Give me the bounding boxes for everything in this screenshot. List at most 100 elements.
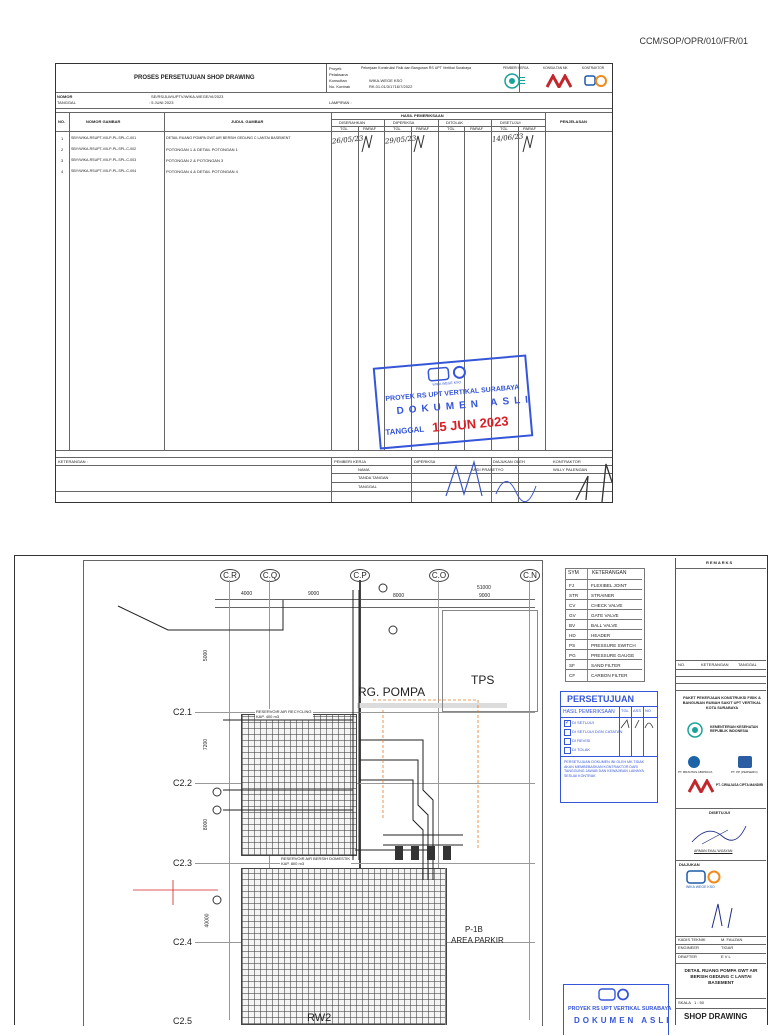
grid-top-cr: C.R <box>220 569 240 582</box>
legend-row: FJ FLEXIBEL JOINT <box>566 579 642 590</box>
wika-wege-logo-2-icon <box>686 870 721 884</box>
konsultan-logo-icon <box>546 74 572 88</box>
dim-top-2: 9000 <box>308 591 320 597</box>
kontrak-label: No. Kontrak <box>329 84 351 89</box>
checkbox-disetujui-catatan[interactable] <box>564 729 571 736</box>
stamp-date: 15 JUN 2023 <box>431 413 510 435</box>
approval-col-tgl: TGL <box>621 708 629 713</box>
kemenkes-logo-icon <box>504 73 525 89</box>
legend-row: STR STRAINER <box>566 589 642 600</box>
footer-row-ttd: TANDA TANGAN <box>358 475 389 480</box>
project-title: PAKET PEKERJAAN KONSTRUKSI FISIK & BANGU… <box>682 696 762 710</box>
legend-symbol: CV <box>569 603 576 608</box>
legend-description: CARBON FILTER <box>591 673 628 678</box>
disetujui-label: DISETUJUI <box>709 810 730 815</box>
form-title: PROSES PERSETUJUAN SHOP DRAWING <box>134 75 255 81</box>
title-block: REMARKS NO. KETERANGAN TANGGAL PAKET PEK… <box>675 558 766 1025</box>
row-3-no: 3 <box>61 158 64 163</box>
header-nomor-gambar: NOMOR GAMBAR <box>86 119 121 124</box>
approval-note: PERSETUJUAN DOKUMEN INI OLEH MK TIDAK AK… <box>564 760 645 778</box>
row-3-judul: POTONGAN 2 & POTONGAN 3 <box>166 158 224 163</box>
room-label-rg-pompa: RG. POMPA <box>358 685 426 699</box>
original-document-stamp: WIKA WEGE KSO PROYEK RS UPT VERTIKAL SUR… <box>372 354 533 450</box>
tps-room <box>442 610 538 712</box>
legend-description: CHECK VALVE <box>591 603 623 608</box>
document-code: CCM/SOP/OPR/010/FR/01 <box>639 36 748 46</box>
legend-description: SAND FILTER <box>591 663 621 668</box>
footer-diajukan: DIAJUKAN OLEH <box>493 459 525 464</box>
logo-label-pemberi: PEMBERI KERJA <box>503 66 529 70</box>
option-direvisi: DI REVISI <box>572 738 591 743</box>
shop-drawing-sheet: C.R C.Q C.P C.O C.N 4000 9000 8000 51000… <box>14 555 768 1035</box>
dim-top-3: 8000 <box>393 593 405 599</box>
header-ditolak: DITOLAK <box>446 120 464 125</box>
reservoir-domestic-label-box: RESERVOIR AIR BERSIH DOMESTIK KAP. 800 m… <box>280 856 352 867</box>
checkbox-ditolak[interactable] <box>564 747 571 754</box>
header-disetujui: DISETUJUI <box>500 120 521 125</box>
header-tgl-3: TGL <box>447 126 455 131</box>
footer-row-tanggal: TANGGAL <box>358 484 377 489</box>
legend-description: FLEXIBEL JOINT <box>591 583 627 588</box>
skala-value: 1 : 50 <box>694 1000 705 1005</box>
kemenkes-logo-2-icon <box>687 722 703 738</box>
header-diserahkan: DISERAHKAN <box>339 120 366 125</box>
nomor-label: NOMOR <box>57 94 73 99</box>
grid-left-c25: C2.5 <box>173 1016 193 1026</box>
footer-pemberi-kerja: PEMBERI KERJA <box>334 459 367 464</box>
parking-area <box>445 868 542 1025</box>
checkbox-disetujui[interactable]: ✓ <box>564 720 571 727</box>
row-4-nomor: SBY/WIKA-RSUPT-V/ILP-PL-SPL-C-004 <box>71 169 137 173</box>
label-area-parkir: AREA PARKIR <box>451 936 504 945</box>
footer-diperiksa: DIPERIKSA <box>414 459 436 464</box>
header-paraf-4: PARAF <box>523 126 537 131</box>
header-hasil: HASIL PEMERIKSAAN <box>401 113 444 118</box>
row-3-nomor: SBY/WIKA-RSUPT-V/ILP-PL-SPL-C-003 <box>71 158 137 162</box>
option-disetujui-catatan: DI SETUJUI DGN CATATAN <box>572 729 623 734</box>
signatures <box>445 459 613 502</box>
tanggal-value: : 5 JUNI 2023 <box>149 100 174 105</box>
contractor-name: PT. CIRIAJASA CIPTA MANDIRI <box>716 783 764 787</box>
legend-description: STRAINER <box>591 593 615 598</box>
drafter-label: DRAFTER <box>678 954 697 959</box>
footer-name-2: WILLY PALENGAN <box>553 467 588 472</box>
legend-symbol: STR <box>569 593 579 598</box>
legend-desc-header: KETERANGAN <box>592 570 627 576</box>
option-disetujui: DI SETUJUI <box>572 720 594 725</box>
legend-description: GATE VALVE <box>591 613 619 618</box>
kso-label: WIKA WEGE KSO <box>686 885 715 889</box>
remarks-keterangan: KETERANGAN <box>701 662 729 667</box>
kontraktor-logo-icon <box>584 75 607 87</box>
drafter-value: E V L <box>721 954 731 959</box>
approval-col-ass: ASS <box>633 708 642 713</box>
pump-room-band <box>357 703 507 708</box>
handwritten-paraf-marks <box>361 134 534 153</box>
legend-symbol: CF <box>569 673 576 678</box>
grid-top-cn: C.N <box>520 569 540 582</box>
original-document-stamp-2: PROYEK RS UPT VERTIKAL SURABAYA DOKUMEN … <box>563 984 672 1035</box>
legend-row: CF CARBON FILTER <box>566 669 642 680</box>
grid-top-cq: C.Q <box>260 569 280 582</box>
header-paraf-1: PARAF <box>363 126 377 131</box>
approval-box: PERSETUJUAN HASIL PEMERIKSAAN TGL ASS NO… <box>560 691 658 803</box>
legend-symbol: SF <box>569 663 575 668</box>
dim-top-5: 9000 <box>479 593 491 599</box>
header-paraf-2: PARAF <box>416 126 430 131</box>
row-1-nomor: SBY/WIKA-RSUPT-V/ILP-PL-SPL-C-001 <box>71 136 137 140</box>
legend-symbol: FJ <box>569 583 575 588</box>
lampiran-label: LAMPIRAN : <box>329 100 352 105</box>
reservoir-domestic-label: RESERVOIR AIR BERSIH DOMESTIK <box>281 856 351 861</box>
grid-left-c23: C2.3 <box>173 858 193 868</box>
stamp2-line1: PROYEK RS UPT VERTIKAL SURABAYA <box>568 1006 672 1012</box>
remarks-no: NO. <box>678 662 686 667</box>
header-tgl-1: TGL <box>340 126 348 131</box>
drawing-title: DETAIL RUANG POMPA GWT AIR BERSIH GEDUNG… <box>684 968 758 985</box>
stamp-tanggal-label: TANGGAL <box>385 424 425 437</box>
approval-handwriting <box>620 719 654 729</box>
project-label: Proyek <box>329 66 342 71</box>
kontrak-value: RK.01.01/3/1716/7/2022 <box>369 84 413 89</box>
checkbox-direvisi[interactable] <box>564 738 571 745</box>
